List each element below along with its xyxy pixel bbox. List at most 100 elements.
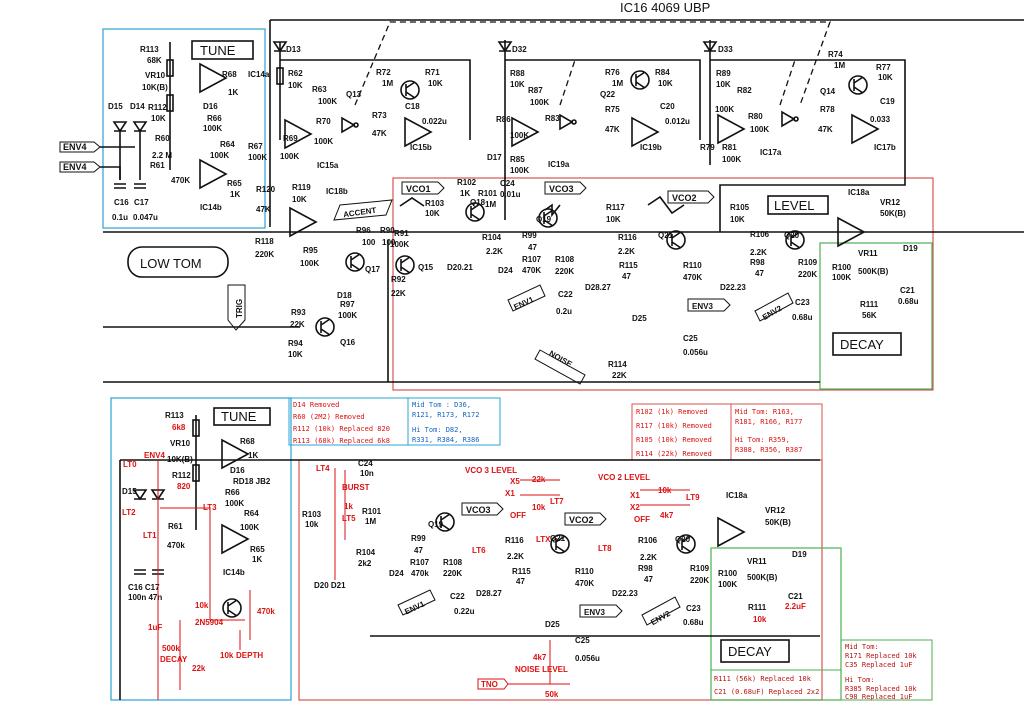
blue-removed-notes: D14 Removed R60 (2M2) Removed R112 (10k)…: [293, 401, 390, 445]
svg-text:VR10: VR10: [170, 439, 191, 448]
red-tom-notes: Mid Tom: R163, R181, R166, R177 Hi Tom: …: [735, 408, 802, 454]
svg-text:RD18 JB2: RD18 JB2: [233, 477, 271, 486]
svg-text:10k: 10k: [220, 651, 234, 660]
svg-text:C20: C20: [660, 102, 675, 111]
svg-text:D24: D24: [389, 569, 404, 578]
vco3-tag: [544, 181, 587, 195]
decay-label-bottom: DECAY: [728, 644, 772, 659]
svg-text:C22: C22: [558, 290, 573, 299]
svg-text:R99: R99: [522, 231, 537, 240]
svg-text:22K: 22K: [612, 371, 627, 380]
svg-text:D15: D15: [122, 487, 137, 496]
vco1-tag: [401, 181, 445, 195]
svg-text:IC18a: IC18a: [848, 188, 870, 197]
decay-label-top: DECAY: [840, 337, 884, 352]
level-label-box: [767, 195, 829, 215]
svg-text:IC17b: IC17b: [874, 143, 896, 152]
svg-text:C16: C16: [114, 198, 129, 207]
svg-text:R103: R103: [425, 199, 445, 208]
svg-text:0.68u: 0.68u: [792, 313, 813, 322]
svg-text:Q19: Q19: [536, 215, 552, 224]
svg-text:R111: R111: [860, 300, 879, 309]
svg-text:R61: R61: [168, 522, 183, 531]
svg-text:100K: 100K: [240, 523, 259, 532]
svg-text:R100: R100: [832, 263, 852, 272]
svg-text:47: 47: [644, 575, 653, 584]
svg-text:R65: R65: [227, 179, 242, 188]
svg-text:NOISE LEVEL: NOISE LEVEL: [515, 665, 568, 674]
svg-text:C24: C24: [358, 459, 373, 468]
svg-text:R90: R90: [380, 226, 395, 235]
svg-text:R113: R113: [165, 411, 184, 420]
svg-text:BURST: BURST: [342, 483, 370, 492]
svg-text:D20.21: D20.21: [447, 263, 473, 272]
svg-text:R111 (56k) Replaced 10k: R111 (56k) Replaced 10k: [714, 675, 812, 683]
svg-text:Hi Tom: D82,: Hi Tom: D82,: [412, 426, 463, 434]
svg-text:10K: 10K: [151, 114, 166, 123]
svg-text:VR12: VR12: [765, 506, 786, 515]
svg-text:R85: R85: [510, 155, 525, 164]
svg-text:ENV1: ENV1: [403, 599, 426, 616]
ic16-title: IC16 4069 UBP: [620, 0, 710, 15]
svg-text:2.2K: 2.2K: [507, 552, 524, 561]
svg-text:C21: C21: [900, 286, 915, 295]
svg-text:1M: 1M: [365, 517, 376, 526]
svg-text:0.047u: 0.047u: [133, 213, 158, 222]
svg-text:VR11: VR11: [747, 557, 767, 566]
svg-text:R87: R87: [528, 86, 543, 95]
svg-text:D18: D18: [337, 291, 352, 300]
svg-text:D22.23: D22.23: [720, 283, 746, 292]
svg-text:0.01u: 0.01u: [500, 190, 521, 199]
svg-text:Q19: Q19: [428, 520, 444, 529]
svg-text:R112: R112: [172, 471, 191, 480]
svg-text:IC18b: IC18b: [326, 187, 348, 196]
svg-text:10K: 10K: [288, 350, 303, 359]
svg-text:R119: R119: [292, 183, 311, 192]
svg-text:R92: R92: [391, 275, 406, 284]
svg-text:R102 (1k) Removed: R102 (1k) Removed: [636, 408, 708, 416]
svg-text:R106: R106: [750, 230, 770, 239]
svg-text:100K: 100K: [300, 259, 319, 268]
svg-text:Q16: Q16: [340, 338, 356, 347]
red-removed-notes: R102 (1k) Removed R117 (10k) Removed R10…: [636, 408, 712, 458]
svg-text:R97: R97: [340, 300, 355, 309]
svg-text:R114: R114: [608, 360, 627, 369]
svg-text:Q21: Q21: [550, 534, 566, 543]
svg-text:22K: 22K: [290, 320, 305, 329]
svg-text:100K: 100K: [225, 499, 244, 508]
svg-text:10K: 10K: [658, 79, 673, 88]
svg-text:2N5904: 2N5904: [195, 618, 224, 627]
svg-text:VR10: VR10: [145, 71, 166, 80]
svg-text:R98: R98: [750, 258, 765, 267]
svg-text:R116: R116: [618, 233, 637, 242]
svg-text:100K: 100K: [390, 240, 409, 249]
svg-text:22K: 22K: [391, 289, 406, 298]
ic18a-section-bottom: IC18a VR12 50K(B) VR11 500K(B) R100 100K…: [717, 491, 807, 624]
svg-text:D15: D15: [108, 102, 123, 111]
svg-text:470K: 470K: [683, 273, 702, 282]
svg-text:1K: 1K: [248, 451, 258, 460]
svg-text:R100: R100: [718, 569, 738, 578]
svg-text:100K: 100K: [722, 155, 741, 164]
accent-section: ACCENT R120 47K R119 10K IC18b R118 220K…: [255, 183, 434, 382]
svg-text:R78: R78: [820, 105, 835, 114]
svg-text:470K: 470K: [522, 266, 541, 275]
svg-text:ENV4: ENV4: [63, 142, 87, 152]
svg-text:Q17: Q17: [365, 265, 381, 274]
svg-text:R117: R117: [606, 203, 625, 212]
svg-text:R113 (68k) Replaced 6k8: R113 (68k) Replaced 6k8: [293, 437, 390, 445]
svg-text:X1: X1: [505, 489, 515, 498]
svg-text:10k: 10k: [305, 520, 319, 529]
svg-text:47: 47: [755, 269, 764, 278]
svg-text:R121, R173, R172: R121, R173, R172: [412, 411, 479, 419]
accent-tag: [333, 199, 393, 221]
svg-text:X5: X5: [510, 477, 520, 486]
svg-text:LT4: LT4: [316, 464, 330, 473]
svg-text:D19: D19: [903, 244, 918, 253]
svg-text:R116: R116: [505, 536, 524, 545]
blue-box-bottom: [110, 397, 292, 701]
svg-text:0.012u: 0.012u: [665, 117, 690, 126]
svg-text:R83: R83: [545, 114, 560, 123]
svg-text:R76: R76: [605, 68, 620, 77]
low-tom-label-box: [127, 246, 229, 278]
